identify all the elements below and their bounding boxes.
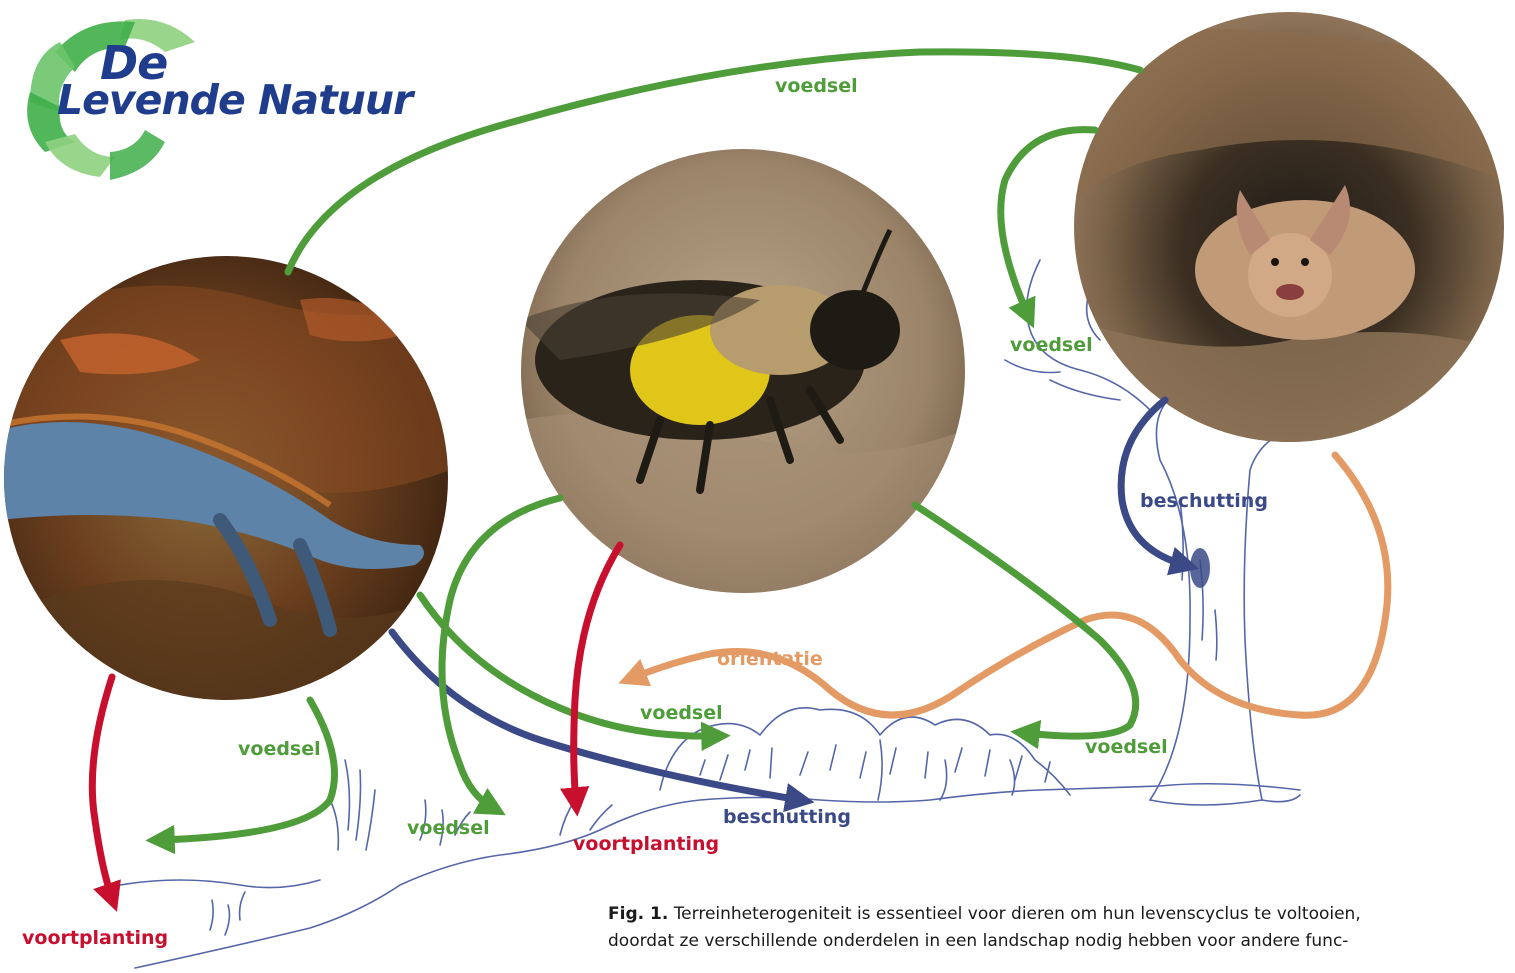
caption-line-1: Fig. 1. Terreinheterogeniteit is essenti… [608,901,1508,928]
label-voedsel-bee: voedsel [407,817,490,839]
label-voortplanting-newt: voortplanting [22,927,168,949]
tree-hollow [1190,548,1210,588]
label-voedsel-right: voedsel [1085,736,1168,758]
label-beschutting-low: beschutting [723,806,851,828]
label-voedsel-top: voedsel [775,75,858,97]
bat-photo [1074,12,1504,445]
arrow-voortplanting-newt [92,677,112,898]
label-voedsel-left: voedsel [238,738,321,760]
bee-photo [520,149,965,600]
newt-photo [0,256,450,700]
caption-text-2: doordat ze verschillende onderdelen in e… [608,928,1508,955]
label-voedsel-bat: voedsel [1010,334,1093,356]
label-beschutting-tree: beschutting [1140,490,1268,512]
figure-caption: Fig. 1. Terreinheterogeniteit is essenti… [608,901,1508,955]
caption-text-1: Terreinheterogeniteit is essentieel voor… [674,904,1361,924]
arrow-voedsel-bee-left [442,498,560,808]
arrow-voedsel-newt-left [160,700,335,840]
caption-fig-number: Fig. 1. [608,904,668,924]
label-voedsel-mid: voedsel [640,702,723,724]
arrow-beschutting-tree [1121,400,1185,565]
label-orientatie: orientatie [717,648,823,670]
label-voortplanting-bee: voortplanting [573,833,719,855]
